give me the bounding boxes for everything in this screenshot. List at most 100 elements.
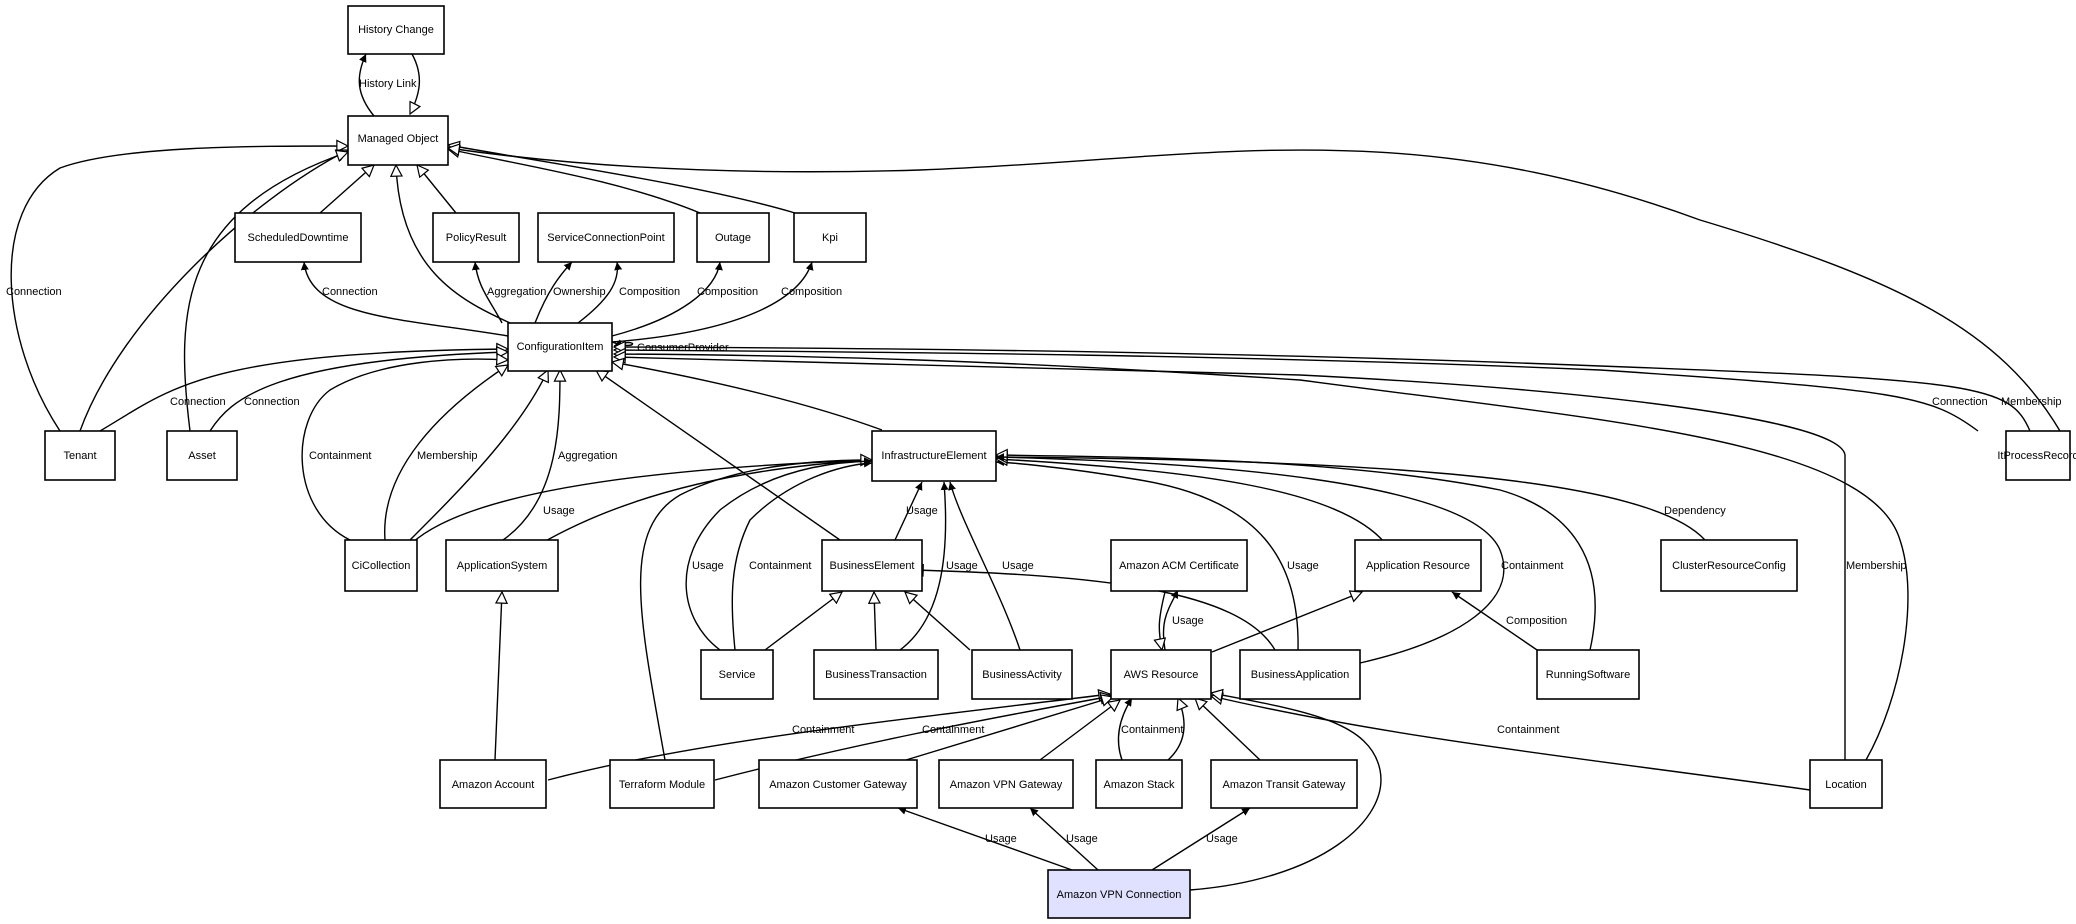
node-amazon-account[interactable]: Amazon Account [439, 759, 547, 809]
node-business-application-label: BusinessApplication [1251, 669, 1349, 681]
node-running-software[interactable]: RunningSoftware [1536, 649, 1640, 700]
node-infrastructure-element[interactable]: InfrastructureElement [871, 430, 997, 482]
node-amazon-customer-gateway-label: Amazon Customer Gateway [769, 779, 907, 791]
node-amazon-vpn-gateway[interactable]: Amazon VPN Gateway [938, 759, 1074, 809]
node-aws-resource[interactable]: AWS Resource [1110, 649, 1212, 700]
edge-rs-ie [996, 455, 1596, 651]
edge-tf-ie [639, 460, 872, 761]
edge-aws-ar [1211, 592, 1362, 653]
node-amazon-vpn-connection[interactable]: Amazon VPN Connection [1047, 869, 1191, 919]
label-ipr-ci-membership: Membership [2001, 396, 2062, 408]
label-aws-ie-containment: Containment [1501, 560, 1563, 572]
label-ci-sd-connection: Connection [322, 286, 378, 298]
node-service-connection-point[interactable]: ServiceConnectionPoint [537, 212, 675, 263]
node-amazon-acm-certificate[interactable]: Amazon ACM Certificate [1110, 539, 1248, 592]
edge-be-ci [596, 370, 841, 541]
node-history-change[interactable]: History Change [347, 5, 445, 55]
edge-vpnc-aws [1189, 693, 1382, 891]
edge-loc-ci-inherit [614, 354, 1909, 761]
label-be-ie-usage: Usage [906, 505, 938, 517]
edge-bact-be [905, 592, 971, 651]
node-configuration-item[interactable]: ConfigurationItem [507, 322, 613, 372]
label-service-ie-containment: Containment [749, 560, 811, 572]
node-scheduled-downtime-label: ScheduledDowntime [248, 232, 349, 244]
node-asset[interactable]: Asset [166, 430, 238, 481]
edge-rs-ar [1451, 591, 1541, 653]
label-stack-aws-containment: Containment [1121, 724, 1183, 736]
edge-pr-mo [417, 165, 457, 214]
edge-as-ci [502, 370, 560, 541]
node-amazon-transit-gateway[interactable]: Amazon Transit Gateway [1210, 759, 1358, 809]
node-amazon-stack-label: Amazon Stack [1104, 779, 1175, 791]
edge-acct-as [494, 592, 502, 761]
node-policy-result[interactable]: PolicyResult [432, 212, 520, 263]
label-vpnc-vgw-usage: Usage [1066, 833, 1098, 845]
label-ci-pr-aggregation: Aggregation [487, 286, 546, 298]
node-amazon-stack[interactable]: Amazon Stack [1095, 759, 1183, 809]
edge-cic-ci-inherit [409, 370, 548, 541]
edge-ci-scp-own [534, 261, 573, 324]
edge-tenant-mo [79, 149, 348, 432]
node-business-activity[interactable]: BusinessActivity [971, 649, 1073, 700]
node-it-process-record[interactable]: ItProcessRecord [1997, 430, 2076, 481]
node-application-resource-label: Application Resource [1366, 560, 1470, 572]
node-tenant[interactable]: Tenant [44, 430, 116, 481]
node-scheduled-downtime[interactable]: ScheduledDowntime [234, 212, 362, 263]
node-outage-label: Outage [715, 232, 751, 244]
node-outage[interactable]: Outage [696, 212, 770, 263]
node-ci-collection[interactable]: CiCollection [344, 539, 418, 592]
node-amazon-account-label: Amazon Account [452, 779, 535, 791]
node-location[interactable]: Location [1809, 759, 1883, 809]
edge-bapp-ie [995, 458, 1299, 651]
edge-vpnc-vgw [1029, 807, 1099, 871]
node-amazon-vpn-gateway-label: Amazon VPN Gateway [950, 779, 1063, 791]
node-business-application[interactable]: BusinessApplication [1239, 649, 1361, 700]
node-location-label: Location [1825, 779, 1867, 791]
edge-vpnc-tgw [1151, 807, 1251, 871]
label-ba-ie-usage: Usage [1002, 560, 1034, 572]
edge-service-ie-contain [731, 459, 873, 651]
edge-ci-sd [300, 261, 509, 337]
node-service[interactable]: Service [700, 649, 774, 700]
edge-cic-ci-contain [301, 359, 508, 541]
node-managed-object-label: Managed Object [358, 133, 439, 145]
node-cluster-resource-config[interactable]: ClusterResourceConfig [1660, 539, 1798, 592]
node-kpi[interactable]: Kpi [793, 212, 867, 263]
edge-bt-be [874, 592, 876, 651]
edge-ci-self [611, 339, 634, 347]
node-application-system[interactable]: ApplicationSystem [445, 539, 559, 592]
edge-ci-pr [471, 261, 503, 324]
node-terraform-module[interactable]: Terraform Module [609, 759, 715, 809]
edge-stack-aws [1167, 698, 1184, 761]
edge-vgw-aws [1039, 700, 1120, 761]
node-amazon-acm-certificate-label: Amazon ACM Certificate [1119, 560, 1239, 572]
label-ci-kpi-composition: Composition [781, 286, 842, 298]
edge-outage-mo [448, 149, 701, 214]
node-business-element[interactable]: BusinessElement [821, 539, 923, 592]
edge-ipr-ci-member [614, 347, 2031, 432]
node-application-resource[interactable]: Application Resource [1354, 539, 1482, 592]
label-ci-self-consumer-provider: ConsumerProvider [637, 342, 729, 354]
node-tenant-label: Tenant [63, 450, 96, 462]
edge-history-inherit [409, 53, 419, 114]
node-business-activity-label: BusinessActivity [982, 669, 1062, 681]
edge-ar-ie [996, 459, 1386, 544]
label-cic-ie-usage: Usage [543, 505, 575, 517]
edges [10, 53, 2061, 891]
nodes: History Change Managed Object ScheduledD… [44, 5, 2076, 919]
edge-ci-mo [396, 165, 511, 324]
edge-service-ie-usage [685, 457, 873, 651]
node-kpi-label: Kpi [822, 232, 838, 244]
node-amazon-vpn-connection-label: Amazon VPN Connection [1057, 889, 1182, 901]
label-tf-aws-containment: Containment [922, 724, 984, 736]
node-policy-result-label: PolicyResult [446, 232, 507, 244]
node-business-transaction[interactable]: BusinessTransaction [813, 649, 939, 700]
edge-crc-ie [995, 453, 1706, 541]
edge-asset-mo [183, 152, 348, 432]
node-managed-object[interactable]: Managed Object [347, 115, 449, 166]
label-ipr-ci-connection: Connection [1932, 396, 1988, 408]
label-aws-acm-usage: Usage [1172, 615, 1204, 627]
edge-service-be [764, 592, 842, 651]
node-amazon-customer-gateway[interactable]: Amazon Customer Gateway [758, 759, 918, 809]
